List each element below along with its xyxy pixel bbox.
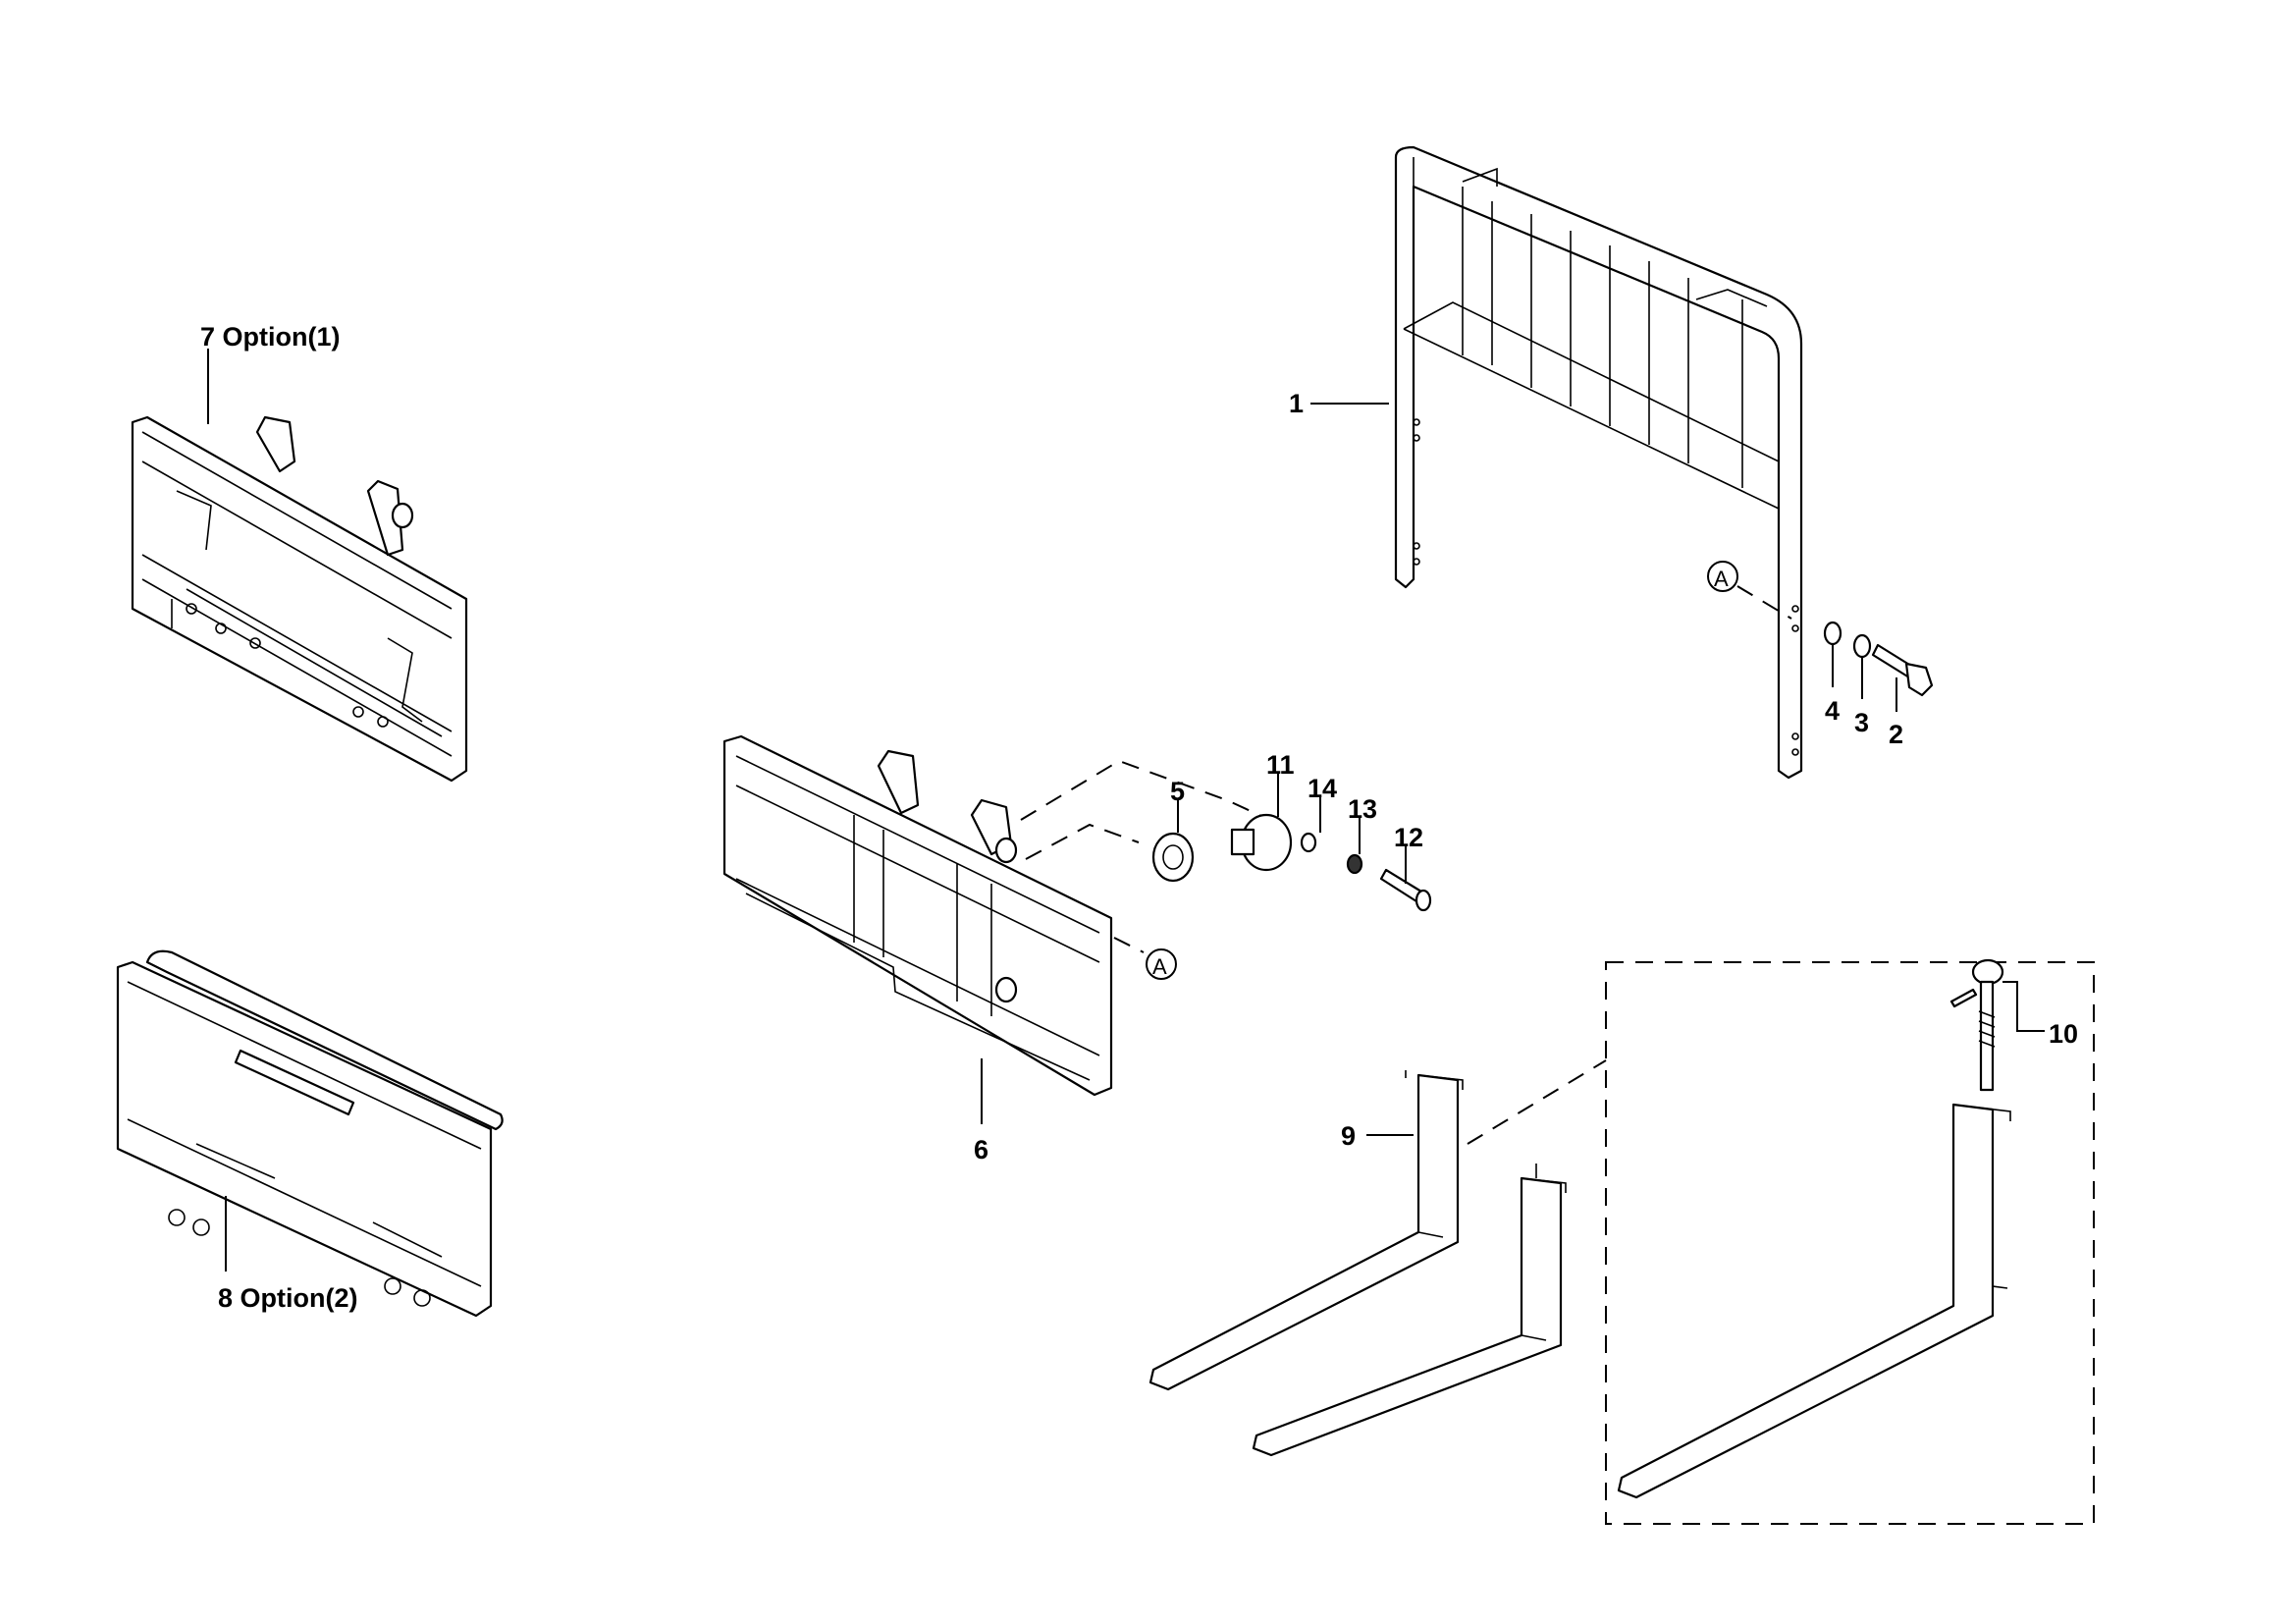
callout-6: 6 bbox=[974, 1135, 988, 1164]
callout-4: 4 bbox=[1825, 696, 1840, 726]
callout-8-option-2: 8 Option(2) bbox=[218, 1283, 358, 1313]
callout-13: 13 bbox=[1348, 794, 1377, 824]
callout-2: 2 bbox=[1889, 720, 1903, 749]
callout-12: 12 bbox=[1394, 823, 1423, 852]
callout-5: 5 bbox=[1170, 777, 1185, 806]
callout-9: 9 bbox=[1341, 1121, 1356, 1151]
washer-part-14 bbox=[1300, 832, 1317, 853]
option-group-box bbox=[1605, 961, 2095, 1525]
washer-part-3 bbox=[1852, 633, 1872, 659]
callout-7-option-1: 7 Option(1) bbox=[200, 322, 341, 352]
carriage-option-1 bbox=[131, 415, 468, 783]
callout-11: 11 bbox=[1266, 750, 1295, 780]
callout-1: 1 bbox=[1289, 389, 1304, 418]
nut-part-13 bbox=[1346, 853, 1363, 875]
roller-shaft bbox=[1230, 828, 1255, 856]
callout-10: 10 bbox=[2049, 1019, 2078, 1049]
reference-label-a-top: A bbox=[1714, 567, 1729, 591]
pin-part-12 bbox=[1379, 868, 1423, 903]
callout-14: 14 bbox=[1308, 774, 1337, 803]
fork-with-locking-pin bbox=[1617, 958, 2011, 1499]
fork-pair bbox=[1148, 1070, 1567, 1457]
roller-hardware bbox=[1151, 813, 1432, 912]
callout-3: 3 bbox=[1854, 708, 1869, 737]
reference-circle-a bbox=[1707, 561, 1738, 592]
reference-circle-a bbox=[1146, 948, 1177, 980]
washer-part-4 bbox=[1823, 621, 1842, 646]
carriage-option-2-side-shifter bbox=[116, 949, 504, 1318]
fork-carriage bbox=[722, 734, 1113, 1097]
bolt-washer-set bbox=[1823, 621, 1934, 697]
roller-part-5 bbox=[1151, 832, 1195, 883]
reference-label-a-mid: A bbox=[1152, 954, 1167, 979]
load-backrest bbox=[1394, 145, 1803, 780]
